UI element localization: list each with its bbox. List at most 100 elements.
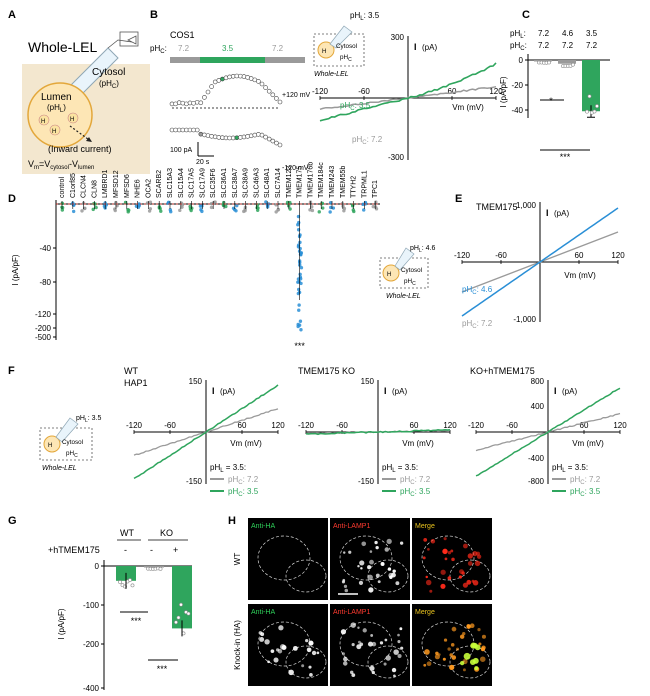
h-puncta [429,590,432,593]
f-y-unit2: (pA) [220,387,235,396]
h-puncta [276,648,279,651]
h-puncta [264,639,269,644]
y-unit-2: (pA) [422,43,437,52]
h-puncta [342,652,345,655]
h-puncta [350,622,355,627]
svg-text:H: H [52,129,56,135]
trace-point-lower [278,143,282,147]
gene-label-trpml1: TRPML1 [361,170,368,198]
c-point [585,110,588,113]
g-sign-3: + [173,545,178,555]
screen-chart-d: -40-80-120-200-500I (pA/pF)controlC1orf8… [11,162,380,351]
x-tick-label: 120 [443,421,457,430]
h-puncta [448,576,452,580]
d-point [169,208,172,211]
d-point [352,208,355,211]
h-puncta [477,628,480,631]
d-point [300,251,303,254]
inset-phc: pHC [340,54,352,63]
h-puncta [343,657,348,662]
d-point [298,233,301,236]
inset-d-phc: pHC [404,278,416,287]
h-puncta [367,565,371,569]
d-point [178,209,181,212]
g-point [118,580,121,583]
h-puncta [343,551,345,553]
trace-point-upper [260,82,264,86]
inset-f-phl: pHL: 3.5 [76,415,101,424]
inset-whole-lel-f: H Cytosol pHC Whole-LEL pHL: 3.5 [40,415,101,472]
h-puncta [307,647,312,652]
e-x-unit: Vm (mV) [564,271,596,280]
h-puncta [345,589,349,593]
svg-text:H: H [70,117,74,123]
gene-label-slc17a9: SLC17A9 [199,168,206,198]
h-puncta [343,661,348,666]
f-y-bottom: -150 [358,477,375,486]
c-tick-label: 0 [519,56,524,65]
h-puncta [305,639,308,642]
trace-point-upper [267,89,271,93]
svg-text:Whole-LEL: Whole-LEL [386,293,421,300]
x-tick-label: -120 [298,421,315,430]
e-y-top: 1,000 [516,201,537,210]
h-col-label: Anti-HA [251,523,275,530]
x-tick-label: 60 [575,251,584,260]
d-point [188,205,191,208]
h-puncta [308,641,313,646]
plus120-label: +120 mV [282,92,311,99]
d-point [299,320,302,323]
d-point [61,206,64,209]
h-puncta [360,567,362,569]
phc-row-label: pHC: [150,44,167,55]
h-row-label: Knock-in (HA) [233,620,242,670]
d-point [149,201,152,204]
g-sig-2: *** [157,664,168,674]
inset-d-phl: pHL: 4.6 [410,245,435,254]
d-point [374,200,377,203]
h-puncta [368,642,373,647]
c-bar [582,60,600,111]
svg-text:Cytosol: Cytosol [401,267,422,274]
h-puncta [293,646,298,651]
inset-f-phc: pHC [66,450,78,459]
d-tick-label: -120 [35,310,52,319]
c-tick-label: -40 [511,106,523,115]
h-puncta [389,576,392,579]
x-tick-label: -60 [164,421,176,430]
panel-e: E TMEM175 -120-60601201,000-1,000I(pA)Vm… [454,193,625,330]
g-sign-1: - [124,545,127,555]
g-point [174,621,177,624]
h-puncta [441,570,446,575]
panel-label-d: D [8,193,16,205]
g-ko-label: KO [160,528,173,538]
f-legend-gray: pHC: 7.2 [228,475,259,486]
phl-val-3: 3.5 [586,29,598,38]
e-label-blue: pHC: 4.6 [462,285,493,296]
c-point [588,95,591,98]
f-y-m400: -400 [528,454,545,463]
g-tick-label: -100 [83,601,100,610]
svg-text:Whole-LEL: Whole-LEL [314,71,349,78]
trace-point-upper [278,100,282,104]
d-point [235,204,238,207]
h-col-label: Anti-HA [251,609,275,616]
d-point [255,206,258,209]
h-puncta [450,549,453,552]
microscopy-grid: WTAnti-HAAnti-LAMP1MergeKnock-in (HA)Ant… [233,518,492,686]
h-puncta [267,660,270,663]
iv-curve-panel-b: -120-6060120300-300I(pA)Vm (mV)pHC: 3.5p… [312,33,503,162]
label-green: pHC: 3.5 [340,101,371,112]
current-time-trace [170,74,282,147]
phc-val-2: 7.2 [562,41,574,50]
h-puncta [449,665,454,670]
h-puncta [470,623,475,628]
h-puncta [352,643,355,646]
d-point [297,309,300,312]
gene-label-tmem123: TMEM123 [286,166,293,198]
c-point [547,61,550,64]
h-puncta [476,552,480,556]
h-puncta [369,560,374,565]
h-puncta [357,627,359,629]
h-puncta [384,663,387,666]
